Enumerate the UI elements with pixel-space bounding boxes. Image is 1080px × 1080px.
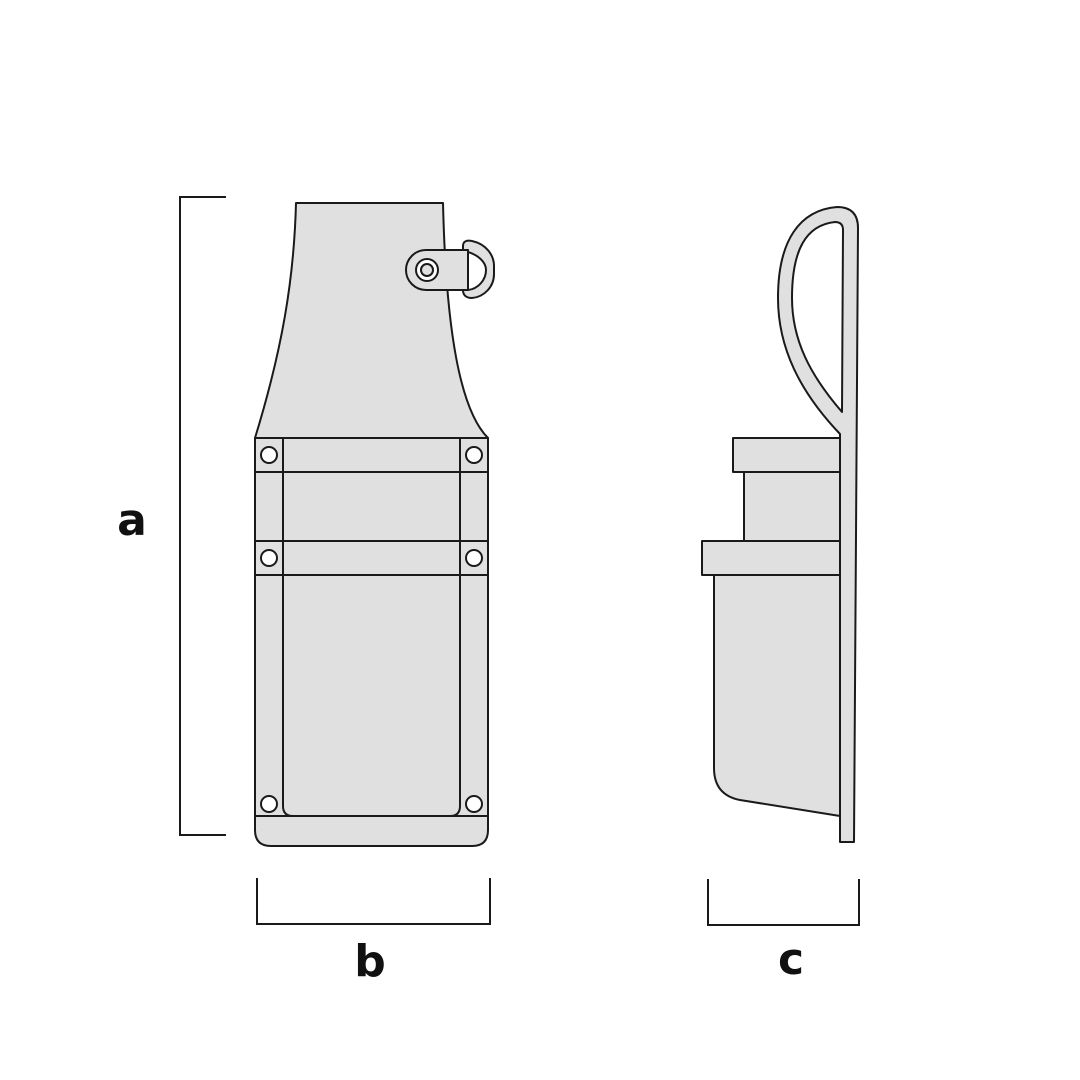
rivet-bottom-right [465, 795, 483, 813]
front-strap-top [254, 437, 489, 473]
d-ring-inner [467, 251, 487, 291]
dimension-c-bracket [707, 879, 860, 926]
side-pocket-body [713, 471, 841, 817]
rivet-top-right [465, 446, 483, 464]
front-back-panel [254, 202, 489, 439]
dimension-c-label: c [778, 934, 804, 985]
dimension-c: c [707, 879, 860, 985]
dimension-a-bracket [179, 196, 226, 836]
side-belt-loop [777, 206, 859, 843]
dimension-b: b [256, 878, 491, 987]
dimension-a-label: a [117, 495, 147, 546]
rivet-bottom-left [260, 795, 278, 813]
strap-rivet-inner [420, 263, 434, 277]
front-strap-middle [254, 540, 489, 576]
dimension-b-label: b [354, 936, 386, 987]
rivet-top-left [260, 446, 278, 464]
front-pocket-body [254, 437, 489, 847]
side-strap-middle [701, 540, 841, 576]
front-view [254, 202, 495, 847]
side-view [701, 206, 859, 843]
rivet-middle-right [465, 549, 483, 567]
rivet-middle-left [260, 549, 278, 567]
side-strap-top [732, 437, 841, 473]
dimension-a: a [117, 196, 226, 836]
dimension-b-bracket [256, 878, 491, 925]
